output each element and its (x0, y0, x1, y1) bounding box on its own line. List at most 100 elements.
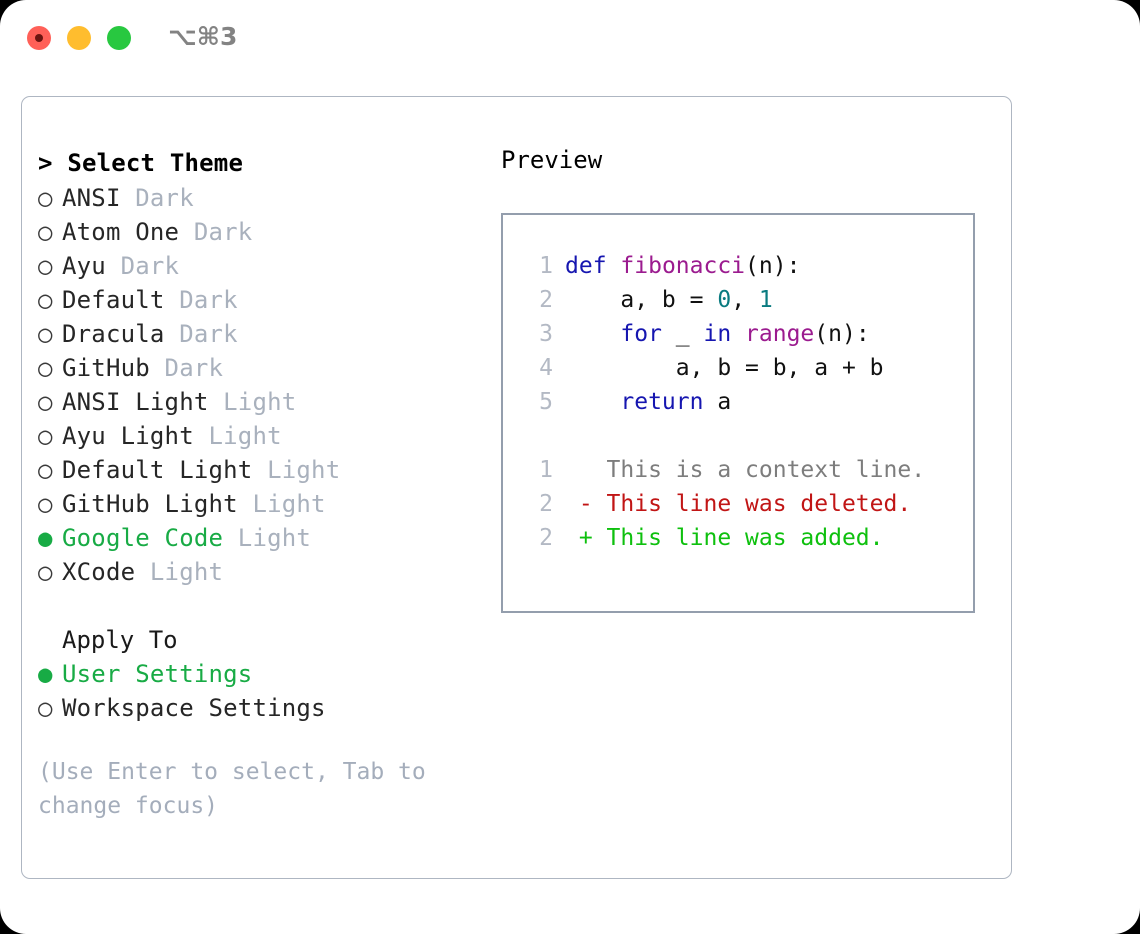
diff-sign: + (565, 525, 593, 551)
theme-option-category: Dark (135, 184, 194, 212)
keyboard-shortcut-label: ⌥⌘3 (168, 22, 238, 51)
code-token: 1 (758, 287, 773, 313)
diff-line-text: This line was deleted. (592, 491, 912, 517)
keyboard-hint: (Use Enter to select, Tab to change focu… (38, 759, 426, 819)
theme-option-label: Default (62, 286, 180, 314)
code-token: a, b = (565, 287, 718, 313)
main-panel: > Select Theme ○ANSI Dark○Atom One Dark○… (21, 96, 1012, 879)
theme-option-google-code[interactable]: ● Google Code Light (38, 521, 498, 555)
close-button[interactable] (27, 26, 51, 50)
diff-line-add: 2 + This line was added. (525, 521, 973, 555)
diff-sign (565, 457, 593, 483)
maximize-button[interactable] (107, 26, 131, 50)
code-token: a, b = b, a + b (565, 355, 884, 381)
theme-option-category: Dark (164, 354, 224, 382)
apply-to-option-user-settings[interactable]: ●User Settings (38, 657, 498, 691)
window-controls (27, 26, 131, 50)
radio-unselected-icon: ○ (38, 252, 53, 280)
theme-option-category: Dark (179, 320, 238, 348)
code-line-number: 1 (539, 253, 553, 279)
theme-option-atom-one[interactable]: ○Atom One Dark (38, 215, 498, 249)
theme-option-label: ANSI (62, 184, 136, 212)
apply-to-list: ●User Settings ○ Workspace Settings (38, 657, 498, 725)
apply-to-option-label: Workspace Settings (62, 694, 326, 722)
code-token (731, 321, 745, 347)
code-token: fibonacci (620, 253, 746, 279)
diff-line-text: This line was added. (592, 525, 884, 551)
theme-option-github[interactable]: ○GitHub Dark (38, 351, 498, 385)
code-token: for (620, 321, 662, 347)
code-token: return (620, 389, 704, 415)
theme-option-label: Ayu (62, 252, 121, 280)
code-line-number: 3 (539, 321, 553, 347)
radio-unselected-icon: ○ (38, 320, 53, 348)
code-token: a (703, 389, 732, 415)
radio-unselected-icon: ○ (38, 422, 53, 450)
theme-option-dracula[interactable]: ○ Dracula Dark (38, 317, 498, 351)
theme-option-label: GitHub (62, 354, 165, 382)
radio-unselected-icon: ○ (38, 218, 53, 246)
code-token: _ (661, 321, 704, 347)
theme-option-label: XCode (62, 558, 150, 586)
theme-option-label: Dracula (62, 320, 180, 348)
theme-picker-column: > Select Theme ○ANSI Dark○Atom One Dark○… (38, 145, 498, 823)
theme-picker-heading: > Select Theme (38, 145, 498, 181)
apply-to-option-workspace-settings[interactable]: ○ Workspace Settings (38, 691, 498, 725)
theme-option-category: Dark (120, 252, 180, 280)
theme-option-category: Light (252, 490, 326, 518)
theme-option-ayu[interactable]: ○ Ayu Dark (38, 249, 498, 283)
heading-text: Select Theme (67, 149, 244, 177)
code-token (607, 253, 621, 279)
diff-gap (525, 419, 973, 453)
theme-option-ansi-light[interactable]: ○ANSI Light Light (38, 385, 498, 419)
apply-to-marker-placeholder: ○ (38, 623, 62, 657)
theme-option-category: Light (237, 524, 312, 552)
radio-unselected-icon: ○ (38, 184, 53, 212)
diff-sample: 1 This is a context line.2 - This line w… (525, 453, 973, 555)
radio-unselected-icon: ○ (38, 694, 53, 722)
theme-option-label: Default Light (62, 456, 268, 484)
theme-option-github-light[interactable]: ○GitHub Light Light (38, 487, 498, 521)
code-line: 3 for _ in range(n): (525, 317, 973, 351)
title-bar: ⌥⌘3 (0, 0, 1140, 78)
radio-selected-icon: ● (38, 660, 53, 688)
theme-option-category: Light (149, 558, 224, 586)
theme-option-label: ANSI Light (62, 388, 224, 416)
code-token: range (745, 321, 815, 347)
code-line: 1 def fibonacci(n): (525, 249, 973, 283)
theme-option-category: Light (267, 456, 341, 484)
preview-label: Preview (501, 146, 603, 174)
theme-option-label: GitHub Light (62, 490, 253, 518)
minimize-button[interactable] (67, 26, 91, 50)
panel-columns: > Select Theme ○ANSI Dark○Atom One Dark○… (22, 97, 1011, 878)
radio-selected-icon: ● (38, 524, 53, 552)
code-line-number: 5 (539, 389, 553, 415)
diff-sign: - (565, 491, 593, 517)
theme-option-default-light[interactable]: ○Default Light Light (38, 453, 498, 487)
theme-option-xcode[interactable]: ○XCode Light (38, 555, 498, 589)
diff-line-number: 1 (539, 457, 553, 483)
theme-option-category: Light (208, 422, 282, 450)
list-spacer (38, 589, 498, 623)
diff-line-ctx: 1 This is a context line. (525, 453, 973, 487)
code-token: (n): (745, 253, 801, 279)
diff-line-text: This is a context line. (592, 457, 926, 483)
radio-unselected-icon: ○ (38, 286, 53, 314)
code-token: 0 (717, 287, 732, 313)
code-token: def (565, 253, 607, 279)
theme-option-ansi[interactable]: ○ ANSI Dark (38, 181, 498, 215)
code-token: (n): (814, 321, 870, 347)
diff-line-del: 2 - This line was deleted. (525, 487, 973, 521)
code-line: 2 a, b = 0, 1 (525, 283, 973, 317)
code-line: 5 return a (525, 385, 973, 419)
apply-to-label: ○Apply To (38, 623, 498, 657)
theme-option-label: Google Code (62, 524, 238, 552)
theme-option-ayu-light[interactable]: ○Ayu Light Light (38, 419, 498, 453)
theme-option-default[interactable]: ○Default Dark (38, 283, 498, 317)
code-token: , (731, 287, 759, 313)
heading-prompt-icon: > (38, 149, 68, 177)
code-line: 4 a, b = b, a + b (525, 351, 973, 385)
